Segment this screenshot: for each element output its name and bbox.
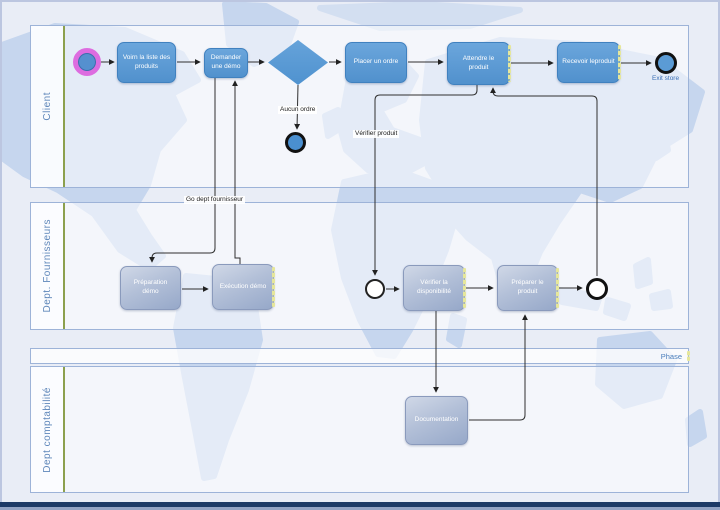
task-request-demo[interactable]: Demander une démo [204, 48, 248, 78]
label-exit-store[interactable]: Exit store [652, 75, 680, 82]
lane-comptabilite: Dept comptabilité [30, 366, 689, 493]
flow-wait-to-verify-event[interactable] [372, 85, 478, 276]
flow-execution-to-demo[interactable] [232, 80, 241, 264]
label-no-order[interactable]: Aucun ordre [278, 106, 318, 114]
task-prepare-product[interactable]: Préparer le produit [497, 265, 559, 311]
lane-comptabilite-title[interactable]: Dept comptabilité [31, 367, 63, 492]
task-receive-product[interactable]: Recevoir leproduit [557, 42, 621, 83]
flow-end-to-wait-product[interactable] [490, 87, 598, 276]
task-place-order[interactable]: Placer un ordre [345, 42, 407, 83]
flow-demo-to-preparation[interactable] [149, 78, 216, 263]
task-preparation-demo[interactable]: Préparation démo [120, 266, 181, 310]
task-view-products[interactable]: Voirn la liste des produits [117, 42, 176, 83]
task-execution-demo[interactable]: Exécution démo [212, 264, 275, 310]
end-event-suppliers[interactable] [586, 278, 608, 300]
task-documentation[interactable]: Documentation [405, 396, 468, 445]
lane-fournisseurs-separator [63, 203, 65, 329]
task-wait-product[interactable]: Attendre le produit [447, 42, 511, 85]
phase-label: Phase [660, 351, 682, 361]
lane-client-separator [63, 26, 65, 187]
lane-comptabilite-separator [63, 367, 65, 492]
flow-documentation-to-prepare[interactable] [469, 314, 528, 421]
end-event-exit-store[interactable] [655, 52, 677, 74]
bottom-navy-bar [0, 502, 720, 507]
label-verify-product[interactable]: Vérifier produit [353, 130, 400, 138]
label-go-dept-fournisseur[interactable]: Go dept fournisseur [184, 196, 246, 204]
lane-fournisseurs-title[interactable]: Dept. Fournisseurs [31, 203, 63, 329]
task-check-availability[interactable]: Vérifier la disponibilité [403, 265, 466, 311]
start-event[interactable] [73, 48, 101, 76]
end-event-no-order[interactable] [285, 132, 306, 153]
intermediate-event-verify[interactable] [365, 279, 385, 299]
lane-client-title[interactable]: Client [31, 26, 63, 187]
phase-strip[interactable]: Phase [30, 348, 690, 364]
